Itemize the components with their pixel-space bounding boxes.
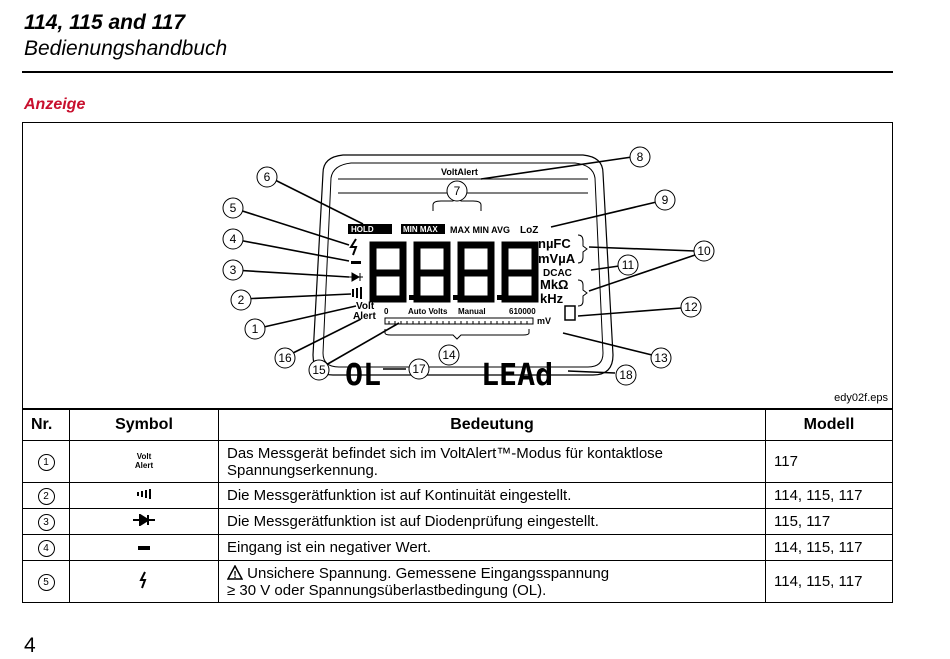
main-digits — [369, 241, 539, 303]
bargraph — [384, 317, 534, 325]
warning-icon: ! — [227, 564, 243, 580]
row-description: Unsichere Spannung. Gemessene Eingangssp… — [243, 564, 610, 582]
page-number: 4 — [24, 634, 36, 657]
display-figure: VoltAlert HOLD MIN MAX MAX MIN AVG LoZ n… — [22, 122, 893, 409]
minmax-annunciator: MIN MAX — [403, 225, 438, 234]
callout-7: 7 — [454, 184, 461, 198]
lcd-inner-outline — [322, 162, 604, 368]
autovolts-annunciator: Auto Volts — [408, 307, 448, 316]
battery-icon — [564, 305, 576, 321]
loz-annunciator: LoZ — [520, 225, 538, 236]
callout-1: 1 — [252, 322, 259, 336]
row-number: 2 — [37, 488, 55, 505]
row-number: 3 — [37, 514, 55, 531]
lead-readout: LEAd — [481, 358, 553, 393]
col-modell: Modell — [765, 409, 893, 441]
callout-11: 11 — [622, 258, 635, 272]
callout-18: 18 — [619, 368, 633, 382]
callout-2: 2 — [238, 293, 245, 307]
dcac-annunciator: DCAC — [543, 268, 572, 279]
section-title: Anzeige — [24, 96, 86, 113]
callout-14: 14 — [442, 348, 456, 362]
manual-title: 114, 115 and 117 — [24, 11, 186, 34]
hazardous-voltage-icon — [139, 571, 147, 588]
khz-units: kHz — [540, 291, 564, 306]
continuity-icon — [137, 489, 151, 499]
hold-annunciator: HOLD — [351, 225, 374, 234]
manual-subtitle: Bedienungshandbuch — [24, 37, 228, 60]
callout-5: 5 — [230, 201, 237, 215]
svg-text:!: ! — [233, 570, 236, 580]
table-header-row: Nr. Symbol Bedeutung Modell — [22, 409, 893, 441]
alert-annunciator: Alert — [353, 311, 376, 322]
maxminavg-annunciator: MAX MIN AVG — [450, 225, 510, 235]
diode-indicator — [349, 272, 363, 282]
volt-annunciator: Volt — [356, 301, 375, 312]
range-label: 610000 — [509, 307, 536, 316]
callout-6: 6 — [264, 170, 271, 184]
continuity-indicator — [352, 287, 362, 299]
callout-3: 3 — [230, 263, 237, 277]
minus-indicator — [351, 261, 361, 264]
header-rule — [22, 71, 893, 73]
row-model: 117 — [765, 440, 893, 483]
row-number: 5 — [37, 574, 55, 591]
row-description: Eingang ist ein negativer Wert. — [218, 534, 766, 561]
table-row: 2 Die Messgerätfunktion ist auf Kontinui… — [22, 482, 893, 509]
table-row: 4 Eingang ist ein negativer Wert. 114, 1… — [22, 534, 893, 561]
row-model: 114, 115, 117 — [765, 560, 893, 603]
row-description: Die Messgerätfunktion ist auf Diodenprüf… — [218, 508, 766, 535]
figure-file-label: edy02f.eps — [834, 392, 888, 404]
row-number: 1 — [37, 454, 55, 471]
mkohm-units: MkΩ — [540, 277, 568, 292]
page-header: 114, 115 and 117 Bedienungshandbuch — [24, 10, 227, 62]
callout-8: 8 — [637, 150, 644, 164]
callout-10: 10 — [697, 244, 711, 258]
row-number: 4 — [37, 540, 55, 557]
units-top: nµFC — [538, 236, 571, 251]
voltalert-label: VoltAlert — [441, 167, 478, 177]
callout-13: 13 — [654, 351, 668, 365]
row-model: 114, 115, 117 — [765, 482, 893, 509]
row-model: 115, 117 — [765, 508, 893, 535]
ol-readout: OL — [345, 358, 381, 393]
bargraph-zero: 0 — [384, 307, 389, 316]
row-model: 114, 115, 117 — [765, 534, 893, 561]
row-description: Das Messgerät befindet sich im VoltAlert… — [227, 444, 664, 462]
manual-annunciator: Manual — [458, 307, 486, 316]
mv-annunciator: mV — [537, 316, 551, 326]
diode-icon — [133, 513, 155, 527]
minus-icon — [138, 546, 150, 550]
display-diagram: VoltAlert HOLD MIN MAX MAX MIN AVG LoZ n… — [222, 146, 715, 393]
hazard-indicator — [349, 238, 358, 256]
callout-16: 16 — [278, 351, 292, 365]
table-row: 5 ! Unsichere Spannung. Gemessene Eingan… — [22, 560, 893, 603]
table-row: 3 Die Messgerätfunktion ist auf Diodenpr… — [22, 508, 893, 535]
callout-15: 15 — [312, 363, 326, 377]
callout-9: 9 — [662, 193, 669, 207]
col-bedeutung: Bedeutung — [218, 409, 766, 441]
row-description: Die Messgerätfunktion ist auf Kontinuitä… — [218, 482, 766, 509]
col-symbol: Symbol — [69, 409, 219, 441]
callout-12: 12 — [684, 300, 698, 314]
callout-4: 4 — [230, 232, 237, 246]
col-nr: Nr. — [22, 409, 70, 441]
units-mid: mVµA — [538, 251, 576, 266]
callout-17: 17 — [412, 362, 426, 376]
